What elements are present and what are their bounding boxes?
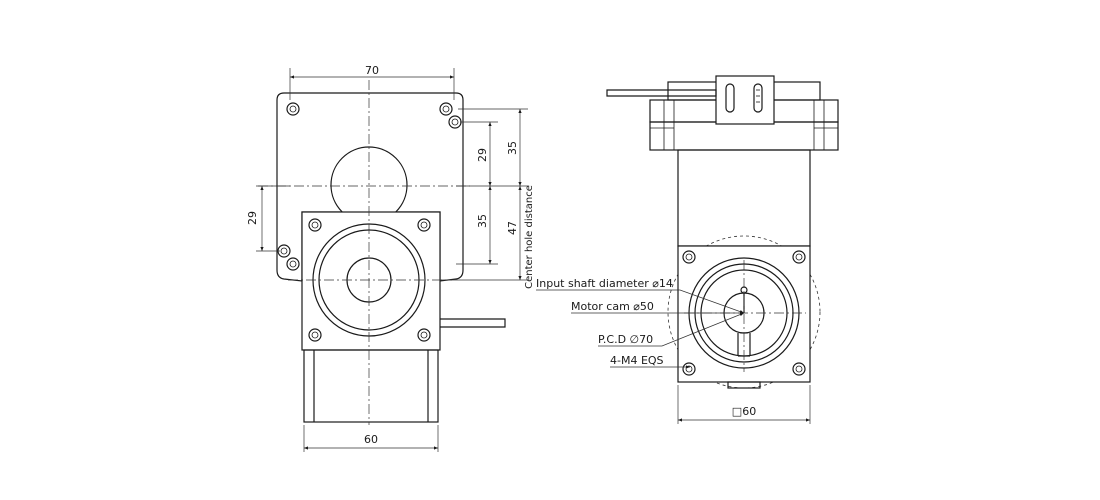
dim-left-height: 29: [246, 211, 259, 225]
dim-right-47: 47: [506, 221, 519, 235]
callout-motor-cam: Motor cam ⌀50: [571, 300, 654, 313]
side-view: Input shaft diameter ⌀14 Motor cam ⌀50 P…: [536, 75, 839, 424]
front-view: 70 60 29 29 35 35 47 Center hole distanc…: [246, 64, 535, 452]
label-center-hole-distance: Center hole distance: [524, 185, 535, 289]
callout-input-shaft: Input shaft diameter ⌀14: [536, 277, 673, 290]
dim-right-lower-35: 35: [476, 214, 489, 228]
motor-flange: [301, 211, 441, 351]
dim-square-60: □60: [732, 405, 756, 418]
dim-right-29: 29: [476, 148, 489, 162]
lead-wire: [606, 89, 717, 97]
motor-cable: [440, 318, 506, 328]
dim-top-width: 70: [365, 64, 379, 77]
connector-block: [715, 75, 775, 125]
callout-mounting-holes: 4-M4 EQS: [610, 354, 664, 367]
callout-pcd: P.C.D ∅70: [598, 333, 653, 346]
dim-bottom-width: 60: [364, 433, 378, 446]
flange-holes: [308, 218, 431, 342]
motor-body: [303, 349, 439, 423]
gearbox-body: [677, 149, 811, 247]
pcd-circle: [667, 235, 821, 389]
dim-right-upper-35: 35: [506, 141, 519, 155]
callout-leaders: [536, 289, 745, 369]
